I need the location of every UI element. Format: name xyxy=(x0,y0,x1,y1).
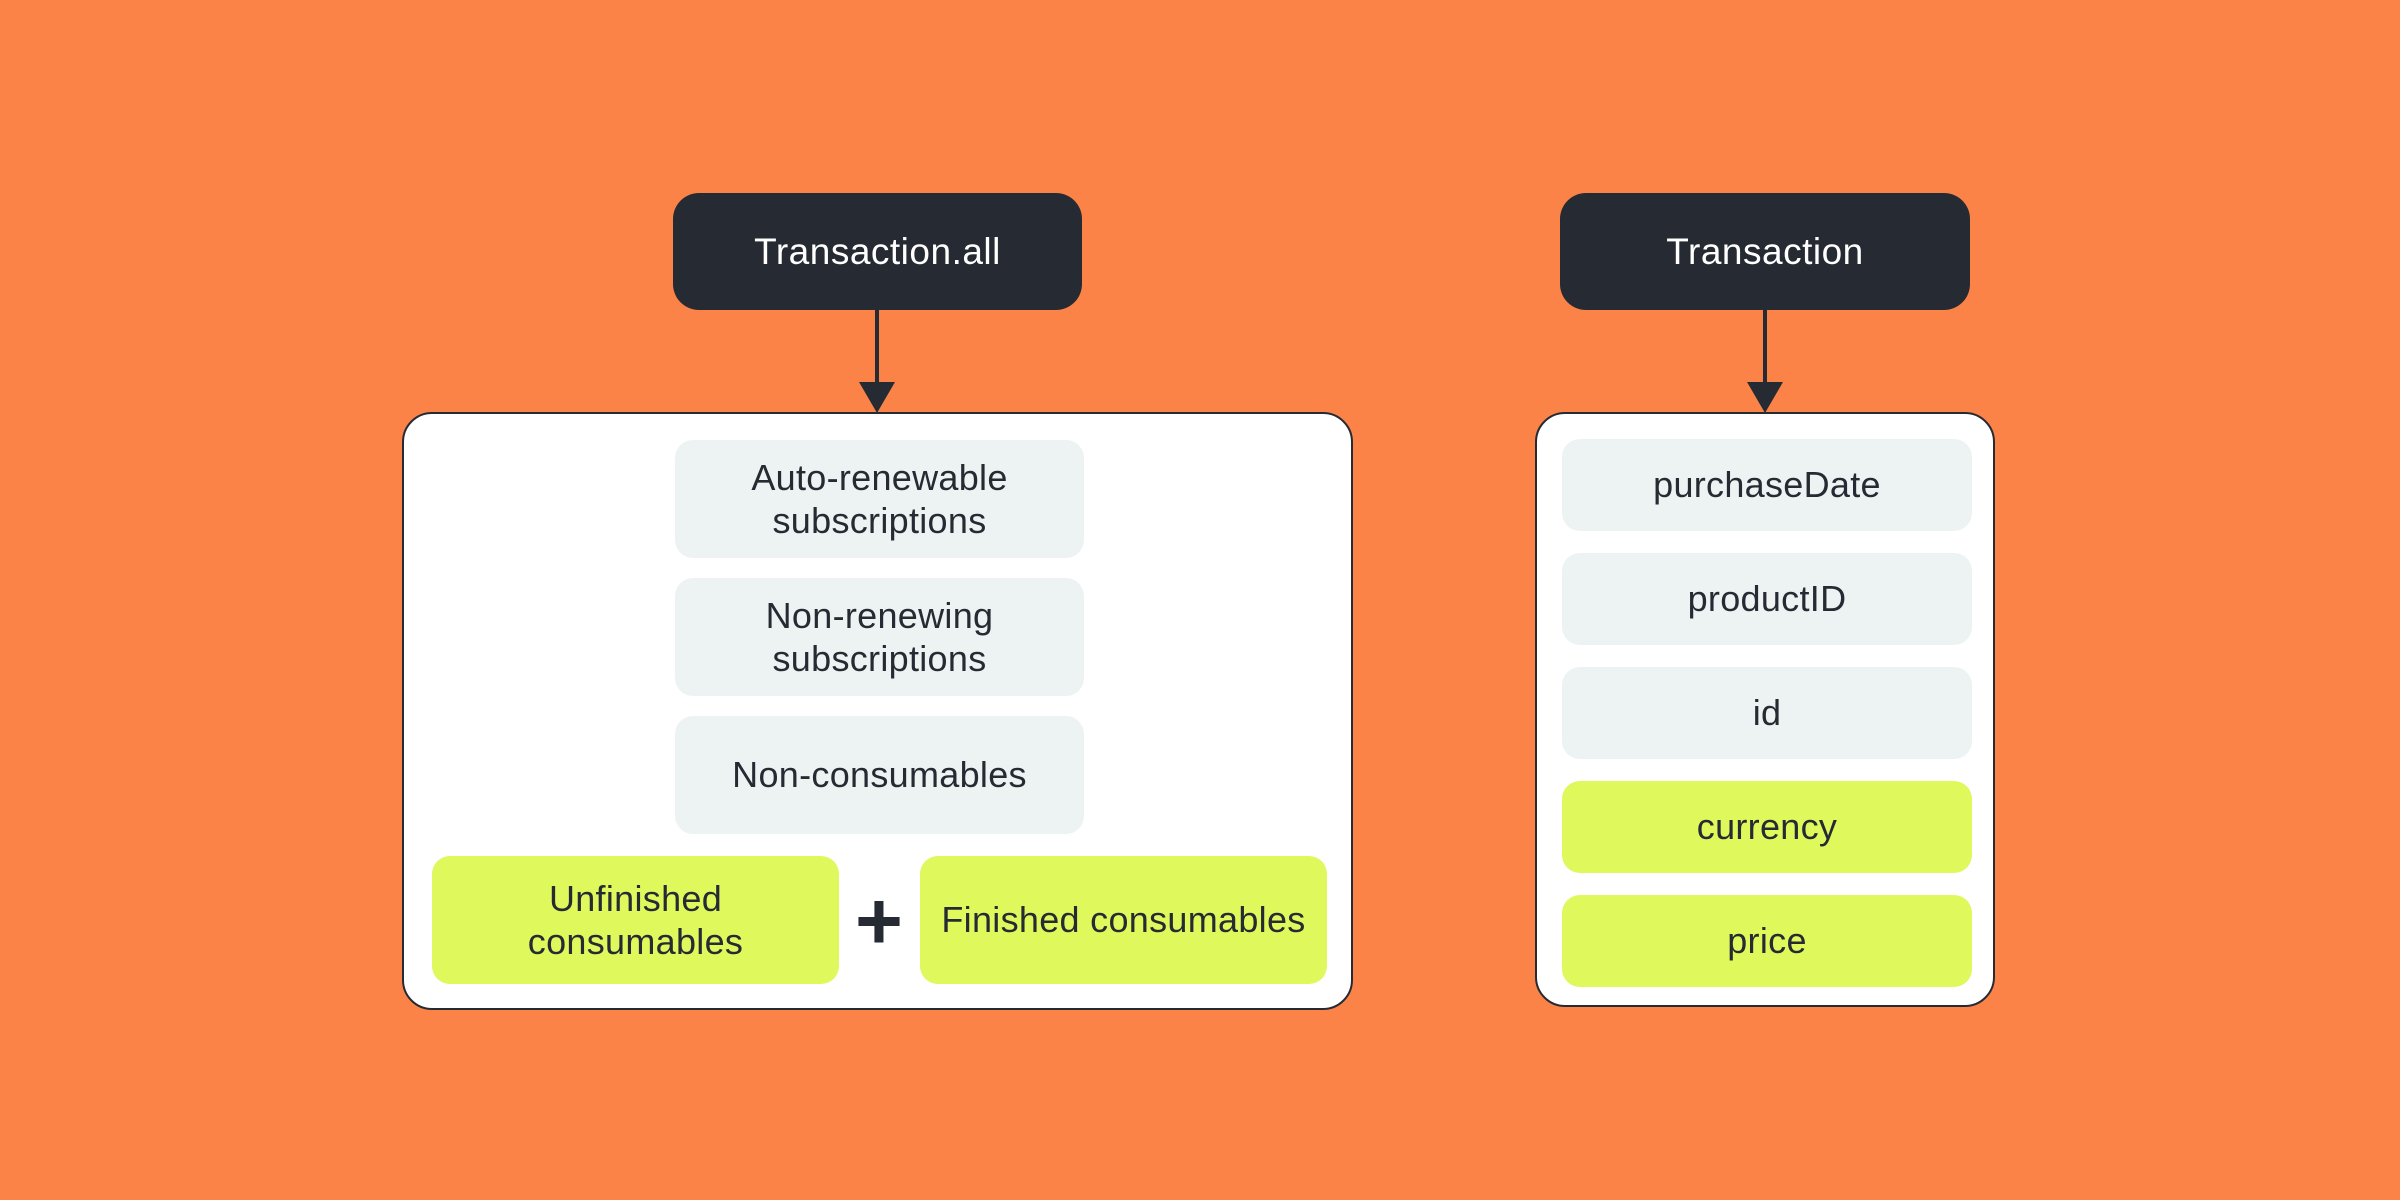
pill-finished-consumables: Finished consumables xyxy=(920,856,1327,984)
plus-icon: + xyxy=(855,876,903,967)
pill-label: Auto-renewable subscriptions xyxy=(751,456,1008,541)
arrow-down-icon xyxy=(1743,310,1787,414)
pill-price: price xyxy=(1562,895,1972,987)
pill-currency: currency xyxy=(1562,781,1972,873)
pill-label: price xyxy=(1727,920,1807,962)
pill-label: currency xyxy=(1696,806,1838,848)
arrow-down-icon xyxy=(855,310,899,414)
transaction-all-panel: Auto-renewable subscriptions Non-renewin… xyxy=(402,412,1353,1010)
pill-auto-renewable-subscriptions: Auto-renewable subscriptions xyxy=(675,440,1084,558)
pill-label: purchaseDate xyxy=(1653,464,1881,506)
transaction-panel: purchaseDate productID id currency price xyxy=(1535,412,1995,1007)
pill-label: id xyxy=(1752,692,1782,734)
pill-label: Finished consumables xyxy=(941,899,1306,941)
pill-purchase-date: purchaseDate xyxy=(1562,439,1972,531)
pill-label: Unfinished consumables xyxy=(527,877,744,962)
pill-label: productID xyxy=(1687,578,1847,620)
pill-label: Non-renewing subscriptions xyxy=(765,594,994,679)
pill-label: Non-consumables xyxy=(732,754,1027,796)
transaction-root-node: Transaction xyxy=(1560,193,1970,310)
pill-unfinished-consumables: Unfinished consumables xyxy=(432,856,839,984)
transaction-all-root-label: Transaction.all xyxy=(754,230,1001,272)
transaction-all-root-node: Transaction.all xyxy=(673,193,1082,310)
pill-product-id: productID xyxy=(1562,553,1972,645)
pill-id: id xyxy=(1562,667,1972,759)
transaction-root-label: Transaction xyxy=(1666,230,1864,272)
pill-non-consumables: Non-consumables xyxy=(675,716,1084,834)
pill-non-renewing-subscriptions: Non-renewing subscriptions xyxy=(675,578,1084,696)
